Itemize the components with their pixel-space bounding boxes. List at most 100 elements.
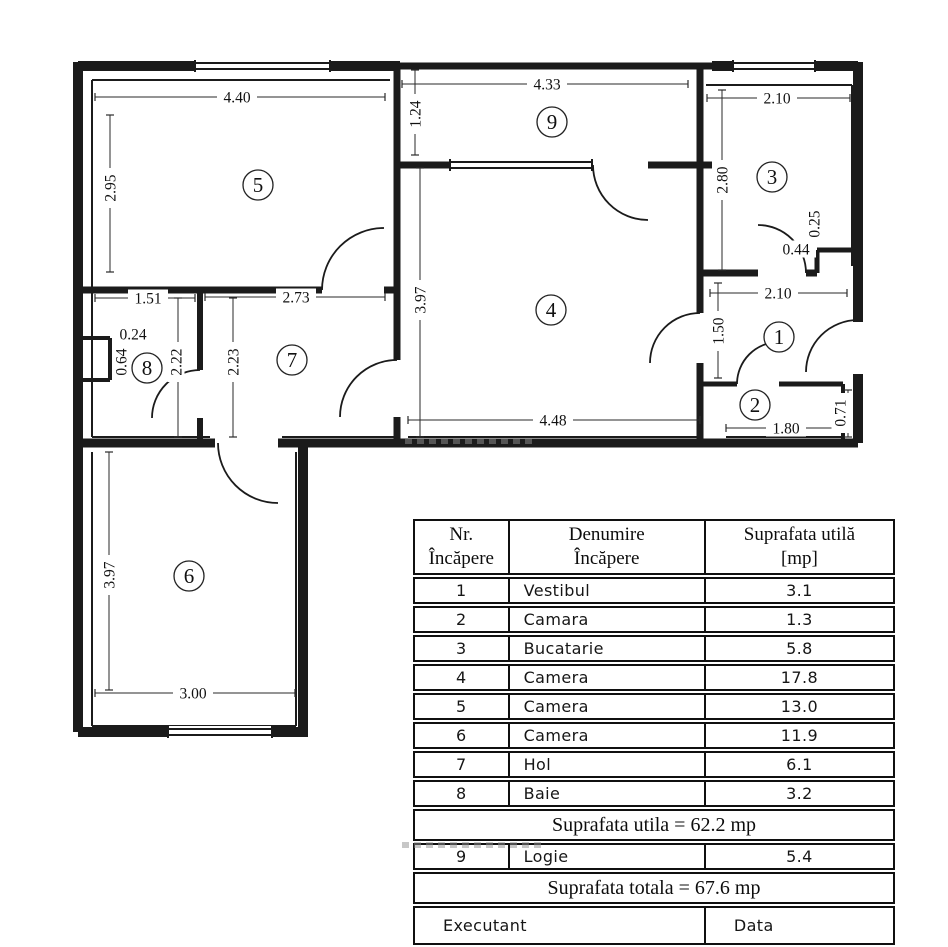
- room-area: 13.0: [705, 693, 895, 720]
- table-row: 6 Camera 11.9: [413, 722, 895, 749]
- room-name: Vestibul: [509, 577, 706, 604]
- room-number-circle: [536, 106, 568, 138]
- svg-text:3.00: 3.00: [179, 686, 206, 703]
- room-name: Camara: [509, 606, 706, 633]
- room-number: 7: [287, 348, 298, 372]
- svg-text:2.22: 2.22: [169, 348, 186, 375]
- dimension-label: 2.22: [167, 342, 186, 382]
- table-row: 9 Logie 5.4: [413, 843, 895, 870]
- svg-text:2.10: 2.10: [763, 91, 790, 108]
- dimension-label: 2.95: [101, 168, 120, 208]
- room-area: 17.8: [705, 664, 895, 691]
- room-number-circle: [535, 294, 567, 326]
- room-number: 3: [767, 165, 778, 189]
- dimension-label: 3.97: [411, 280, 430, 320]
- svg-text:0.25: 0.25: [807, 210, 824, 237]
- room-nr: 4: [413, 664, 510, 691]
- room-name: Camera: [509, 664, 706, 691]
- dimension-label: 3.00: [173, 684, 213, 703]
- room-number-circle: [242, 169, 274, 201]
- room-name: Baie: [509, 780, 706, 807]
- room-nr: 7: [413, 751, 510, 778]
- svg-text:1.80: 1.80: [772, 421, 799, 438]
- room-area: 3.2: [705, 780, 895, 807]
- footer-row: Executant Data: [413, 906, 895, 945]
- table-row: 7 Hol 6.1: [413, 751, 895, 778]
- dimension-label: 1.24: [406, 94, 425, 134]
- svg-text:4.33: 4.33: [533, 77, 560, 94]
- floor-plan: 4.40 4.33 2.10 1.51 2.73 4.48 2.10 1.80 3.00 2.95…: [73, 60, 863, 738]
- room-name: Hol: [509, 751, 706, 778]
- apartment-plan-page: 4.40 4.33 2.10 1.51 2.73 4.48 2.10 1.80 3.00 2.95…: [73, 60, 895, 945]
- dimension-label: 4.40: [217, 88, 257, 107]
- room-name: Camera: [509, 693, 706, 720]
- dimension-label: 2.23: [224, 342, 243, 382]
- room-name: Bucatarie: [509, 635, 706, 662]
- room-area: 11.9: [705, 722, 895, 749]
- header-suprafata-line2: [mp]: [780, 548, 818, 569]
- window: [733, 60, 815, 72]
- header-nr-line1: Nr.: [449, 524, 474, 546]
- dimension-label: 4.48: [533, 411, 573, 430]
- room-number: 1: [774, 325, 785, 349]
- svg-text:0.24: 0.24: [119, 327, 146, 344]
- dimension-label: 0.71: [831, 393, 850, 433]
- room-nr: 3: [413, 635, 510, 662]
- dimension-label: 0.44: [776, 240, 816, 259]
- dimension-label: 0.25: [805, 204, 824, 244]
- executant-label: Executant: [413, 906, 706, 945]
- header-suprafata: Suprafata utilă [mp]: [705, 519, 895, 575]
- table-row: 3 Bucatarie 5.8: [413, 635, 895, 662]
- header-nr-line2: Încăpere: [428, 548, 494, 569]
- svg-text:0.64: 0.64: [114, 348, 131, 375]
- dimension-label: 0.64: [112, 342, 131, 382]
- svg-text:3.97: 3.97: [413, 286, 430, 313]
- header-denumire-line1: Denumire: [568, 524, 645, 546]
- room-area: 5.8: [705, 635, 895, 662]
- header-suprafata-line1: Suprafata utilă: [743, 524, 856, 546]
- window: [195, 60, 330, 72]
- svg-text:4.48: 4.48: [539, 413, 566, 430]
- room-number-circle: [276, 344, 308, 376]
- svg-text:4.40: 4.40: [223, 90, 250, 107]
- svg-text:2.23: 2.23: [226, 348, 243, 375]
- data-label: Data: [705, 906, 895, 945]
- room-areas-table: Nr. Încăpere Denumire Încăpere Suprafata…: [413, 517, 895, 947]
- room-name: Camera: [509, 722, 706, 749]
- room-nr: 1: [413, 577, 510, 604]
- window: [450, 159, 592, 171]
- room-area: 5.4: [705, 843, 895, 870]
- window: [168, 726, 272, 738]
- header-denumire: Denumire Încăpere: [509, 519, 706, 575]
- room-nr: 8: [413, 780, 510, 807]
- svg-text:1.51: 1.51: [134, 291, 161, 308]
- room-number: 2: [750, 393, 761, 417]
- room-number: 9: [547, 110, 558, 134]
- room-area: 6.1: [705, 751, 895, 778]
- svg-text:0.44: 0.44: [782, 242, 809, 259]
- table-row: 2 Camara 1.3: [413, 606, 895, 633]
- svg-text:1.50: 1.50: [711, 317, 728, 344]
- svg-text:2.73: 2.73: [282, 290, 309, 307]
- dimension-label: 2.10: [758, 284, 798, 303]
- table-row: 4 Camera 17.8: [413, 664, 895, 691]
- room-number: 4: [546, 298, 557, 322]
- door-arc: [321, 227, 385, 291]
- room-number-circle: [131, 352, 163, 384]
- dimension-label: 4.33: [527, 75, 567, 94]
- table-header-row: Nr. Încăpere Denumire Încăpere Suprafata…: [413, 519, 895, 575]
- svg-text:1.24: 1.24: [408, 100, 425, 127]
- svg-text:0.71: 0.71: [833, 399, 850, 426]
- room-area: 1.3: [705, 606, 895, 633]
- room-number-circle: [756, 161, 788, 193]
- door-arc: [805, 319, 859, 373]
- room-number: 8: [142, 356, 153, 380]
- door-arc: [217, 442, 279, 504]
- room-name: Logie: [509, 843, 706, 870]
- room-nr: 9: [413, 843, 510, 870]
- header-nr: Nr. Încăpere: [413, 519, 510, 575]
- svg-text:3.97: 3.97: [102, 561, 119, 588]
- room-area: 3.1: [705, 577, 895, 604]
- door-arc: [592, 164, 649, 221]
- table-row: 5 Camera 13.0: [413, 693, 895, 720]
